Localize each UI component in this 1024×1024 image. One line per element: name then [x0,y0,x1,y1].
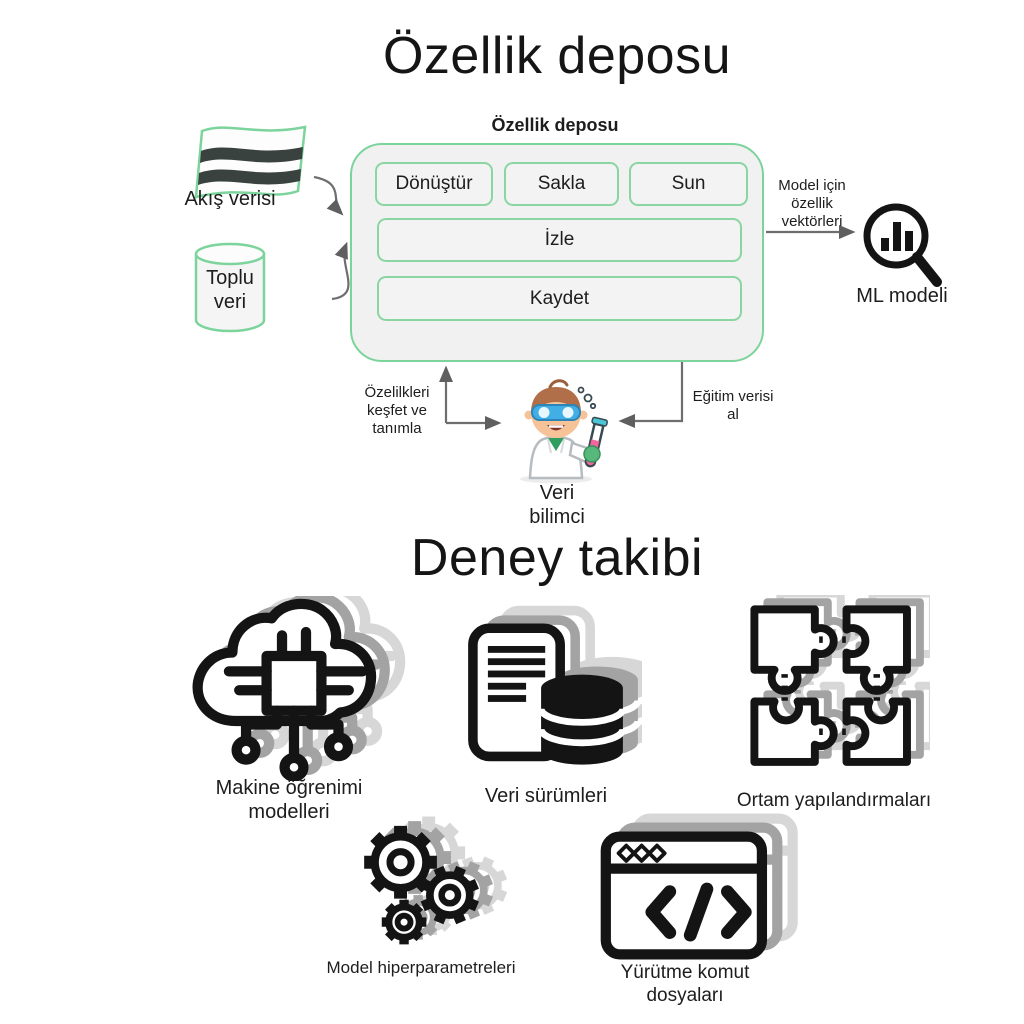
batch-to-store-arrow [331,241,350,301]
data-versions-label: Veri sürümleri [484,785,608,807]
register-button: Kaydet [377,276,742,321]
wavy-flag-icon [194,125,307,199]
get-training-data-label: Eğitim verisi al [692,388,774,423]
discover-features-label: Özelilkleri keşfet ve tanımla [364,384,430,437]
training-data-arrow [618,358,684,429]
connector-arrows [313,175,856,431]
batch-data-label: Toplu veri [206,267,254,313]
ml-models-label: Makine öğrenimi modelleri [215,777,363,823]
feature-vectors-label: Model için özellik vektörleri [778,177,846,230]
ml-model-label: ML modeli [856,285,948,307]
experiment-tracking-title: Deney takibi [410,529,704,587]
puzzle-pieces-icon [740,595,930,785]
gears-icon [336,801,512,954]
data-scientist-label: Veri bilimci [529,482,585,528]
database-cylinder-icon [194,242,266,333]
store-button: Sakla [504,162,619,206]
environment-configs-label: Ortam yapılandırmaları [736,790,932,811]
feature-store-title: Özellik deposu [382,27,732,85]
cloud-chip-icon [181,596,407,781]
monitor-button: İzle [377,218,742,262]
data-scientist-icon [520,379,608,484]
documents-database-icon [462,601,642,781]
stream-data-label: Akış verisi [184,188,276,210]
stream-to-store-arrow [313,175,344,216]
code-window-icon [598,811,803,962]
run-scripts-label: Yürütme komut dosyaları [620,962,750,1006]
feature-store-box-label: Özellik deposu [491,115,619,135]
serve-button: Sun [629,162,748,206]
magnifier-chart-icon [863,203,942,287]
transform-button: Dönüştür [375,162,493,206]
hyperparameters-label: Model hiperparametreleri [326,958,516,977]
feature-store-box: Dönüştür Sakla Sun İzle Kaydet [350,143,764,362]
